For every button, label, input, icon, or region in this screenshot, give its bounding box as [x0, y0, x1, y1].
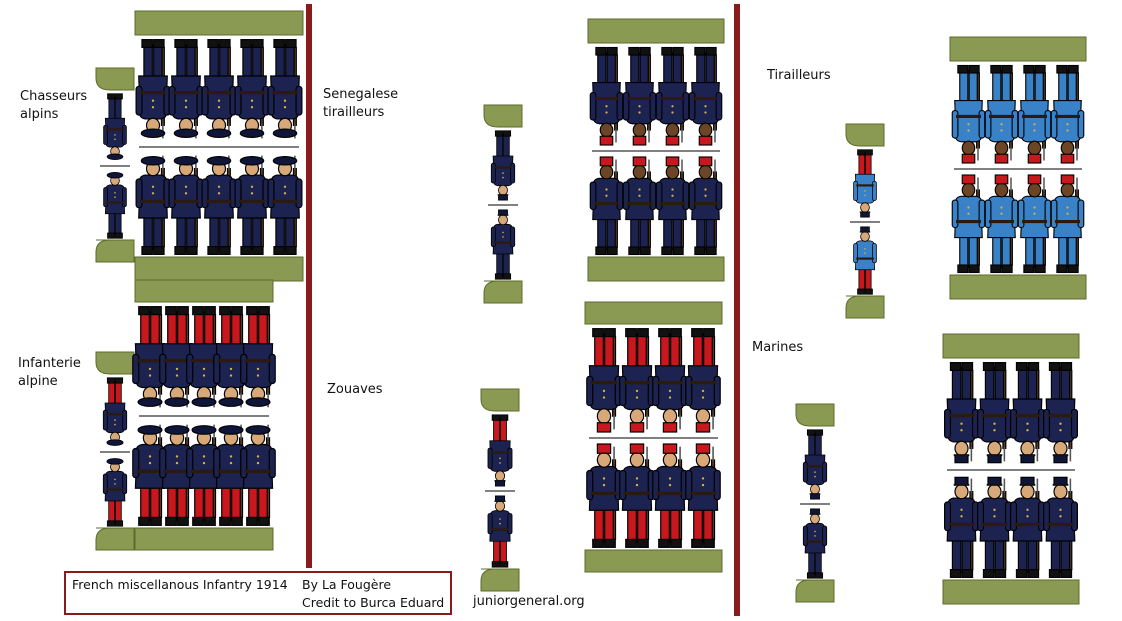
label-marines: Marines	[752, 340, 804, 355]
divider-left	[306, 4, 312, 568]
soldier-figure	[688, 156, 723, 256]
soldier-figure-reversed	[1017, 64, 1052, 164]
officer-figure-reversed	[853, 149, 877, 218]
soldier-figure	[201, 155, 237, 255]
officer-base-top	[95, 67, 135, 91]
soldier-figure-reversed	[619, 328, 655, 433]
officer-figure	[487, 495, 513, 568]
base-strip-top	[134, 10, 304, 36]
officer-figure-reversed	[490, 130, 516, 201]
soldier-figure	[984, 174, 1019, 274]
soldier-figure	[951, 174, 986, 274]
soldier-figure	[655, 156, 690, 256]
soldier-figure-reversed	[589, 46, 624, 146]
label-zouaves: Zouaves	[327, 382, 383, 397]
soldier-figure	[977, 476, 1012, 578]
soldier-figure-reversed	[135, 39, 171, 139]
soldier-figure	[622, 156, 657, 256]
officer-figure-reversed	[487, 414, 513, 487]
soldier-figure	[1017, 174, 1052, 274]
soldier-figure-reversed	[652, 328, 688, 433]
base-strip-bottom	[949, 274, 1087, 300]
officer-base-bottom	[483, 280, 523, 304]
soldier-figure-reversed	[1010, 362, 1045, 464]
soldier-figure-reversed	[240, 306, 276, 408]
soldier-figure-reversed	[234, 39, 270, 139]
soldier-figure-reversed	[132, 306, 168, 408]
soldier-figure-reversed	[586, 328, 622, 433]
base-strip-top	[134, 279, 274, 303]
soldier-figure	[944, 476, 979, 578]
credit-author: By La Fougère	[302, 577, 392, 592]
soldier-figure-reversed	[984, 64, 1019, 164]
officer-figure	[103, 172, 127, 239]
soldier-figure-reversed	[951, 64, 986, 164]
soldier-figure-reversed	[168, 39, 204, 139]
base-strip-bottom	[134, 256, 304, 282]
soldier-figure-reversed	[685, 328, 721, 433]
soldier-figure-reversed	[655, 46, 690, 146]
officer-base-bottom	[795, 579, 835, 603]
soldier-figure-reversed	[622, 46, 657, 146]
soldier-figure	[1043, 476, 1078, 578]
credit-box: French miscellanous Infantry 1914 By La …	[64, 571, 452, 615]
soldier-figure	[267, 155, 303, 255]
base-strip-bottom	[584, 549, 723, 573]
officer-base-top	[95, 351, 135, 375]
soldier-figure	[586, 443, 622, 548]
officer-base-top	[845, 123, 885, 147]
officer-figure-reversed	[802, 429, 828, 500]
soldier-figure-reversed	[267, 39, 303, 139]
officer-base-bottom	[95, 239, 135, 263]
officer-figure	[490, 209, 516, 280]
base-strip-bottom	[134, 527, 274, 551]
officer-figure-reversed	[103, 93, 127, 160]
officer-base-bottom	[480, 568, 520, 592]
soldier-figure	[240, 424, 276, 526]
base-strip-top	[584, 301, 723, 325]
officer-base-bottom	[95, 527, 135, 551]
soldier-figure	[1050, 174, 1085, 274]
soldier-figure	[1010, 476, 1045, 578]
soldier-figure-reversed	[688, 46, 723, 146]
officer-figure	[802, 508, 828, 579]
soldier-figure	[685, 443, 721, 548]
soldier-figure	[589, 156, 624, 256]
soldier-figure	[234, 155, 270, 255]
officer-figure	[102, 458, 128, 527]
soldier-figure	[619, 443, 655, 548]
officer-figure-reversed	[102, 377, 128, 446]
base-strip-bottom	[587, 256, 725, 282]
soldier-figure-reversed	[1043, 362, 1078, 464]
soldier-figure	[168, 155, 204, 255]
label-senegalese-tirailleurs: Senegalese tirailleurs	[323, 87, 399, 120]
base-strip-top	[587, 18, 725, 44]
soldier-figure	[135, 155, 171, 255]
label-infanterie-alpine: Infanterie alpine	[18, 356, 81, 389]
soldier-figure-reversed	[977, 362, 1012, 464]
officer-base-top	[480, 388, 520, 412]
soldier-figure-reversed	[944, 362, 979, 464]
soldier-figure-reversed	[201, 39, 237, 139]
officer-base-top	[483, 104, 523, 128]
base-strip-top	[942, 333, 1080, 359]
base-strip-top	[949, 36, 1087, 62]
divider-right	[734, 4, 740, 616]
label-chasseurs-alpins: Chasseurs alpins	[20, 89, 88, 122]
soldier-figure	[652, 443, 688, 548]
officer-base-bottom	[845, 295, 885, 319]
credit-title: French miscellanous Infantry 1914	[72, 577, 288, 592]
base-strip-bottom	[942, 579, 1080, 605]
credit-thanks: Credit to Burca Eduard	[302, 595, 445, 610]
officer-base-top	[795, 403, 835, 427]
website-label: juniorgeneral.org	[473, 594, 585, 609]
label-tirailleurs: Tirailleurs	[767, 68, 831, 83]
officer-figure	[853, 226, 877, 295]
soldier-figure-reversed	[1050, 64, 1085, 164]
